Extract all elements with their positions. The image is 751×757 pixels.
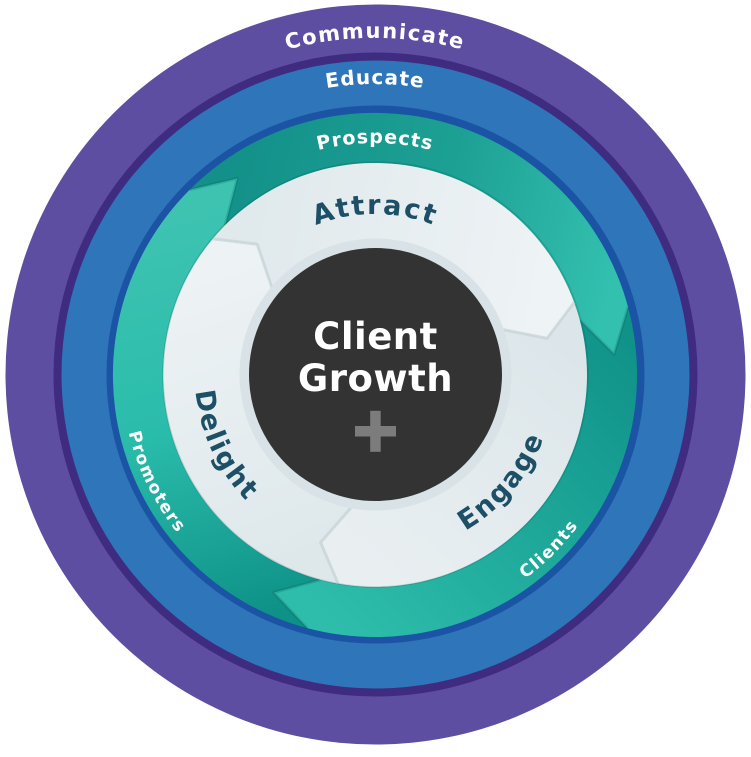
audience-segment-prospects — [189, 112, 629, 355]
educate-label-text: Educate — [324, 65, 426, 93]
audience-chevron-lines — [189, 176, 630, 630]
hub-circle — [249, 248, 502, 501]
hub-title-line1: Client — [313, 315, 438, 358]
hub-title-line2: Growth — [298, 357, 453, 400]
audience-ring-segments — [112, 112, 638, 638]
flywheel-segment-engage — [320, 302, 587, 588]
audience-segment-clients — [273, 307, 638, 638]
flywheel-outer-edge — [162, 161, 589, 588]
flywheel-segment-delight — [162, 238, 352, 584]
educate-label: Educate — [324, 65, 427, 93]
flywheel-chevron-lines — [212, 237, 576, 585]
plus-icon — [355, 410, 396, 452]
audience-segment-promoters — [112, 178, 321, 629]
